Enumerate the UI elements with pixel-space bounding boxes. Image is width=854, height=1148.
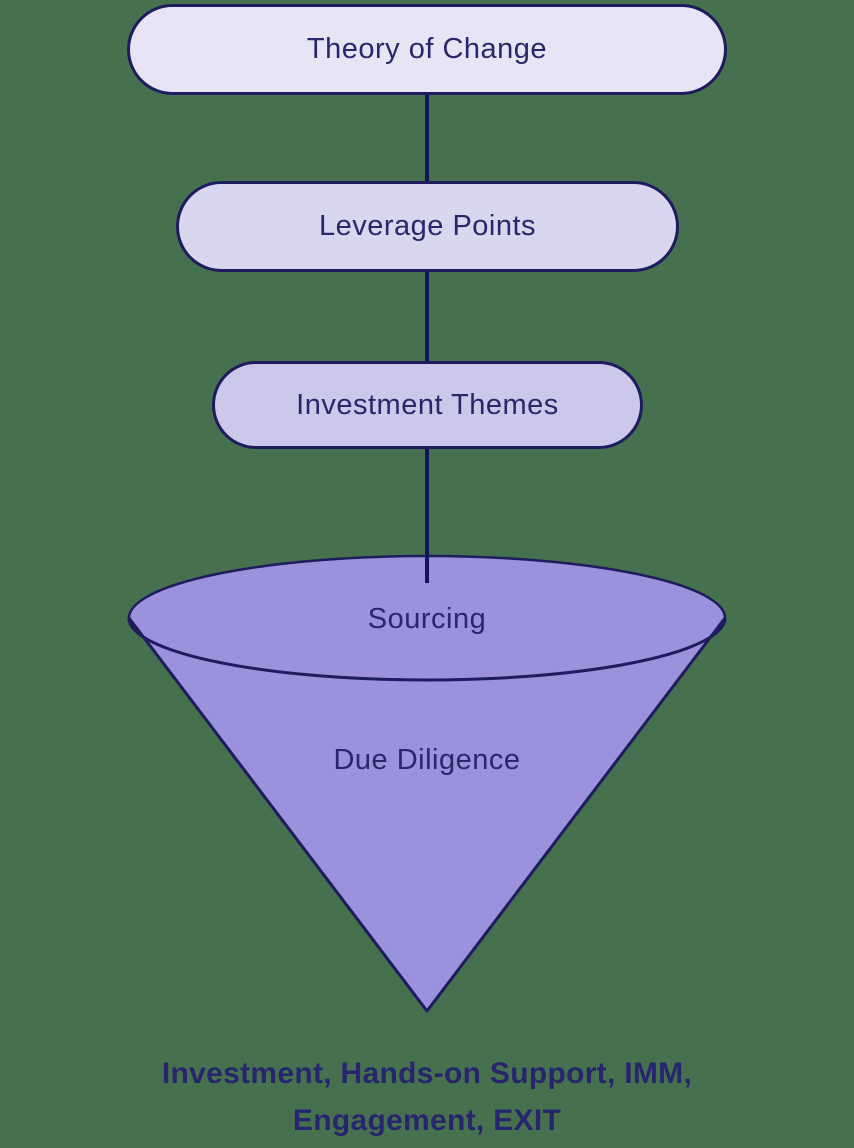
funnel-stage-due-diligence-label: Due Diligence [333, 744, 521, 776]
caption-line-2: Engagement, EXIT [292, 1104, 562, 1137]
node-theory-of-change: Theory of Change [127, 4, 727, 95]
caption-line-1: Investment, Hands-on Support, IMM, [161, 1057, 693, 1090]
caption: Investment, Hands-on Support, IMM, Engag… [0, 1050, 854, 1144]
funnel-cone-shape [127, 616, 727, 1013]
node-theory-of-change-label: Theory of Change [306, 33, 548, 65]
node-investment-themes: Investment Themes [212, 361, 643, 449]
node-leverage-points-label: Leverage Points [318, 210, 537, 242]
node-investment-themes-label: Investment Themes [296, 388, 559, 421]
funnel-stage-sourcing-label: Sourcing [367, 603, 487, 635]
node-leverage-points: Leverage Points [176, 181, 679, 272]
